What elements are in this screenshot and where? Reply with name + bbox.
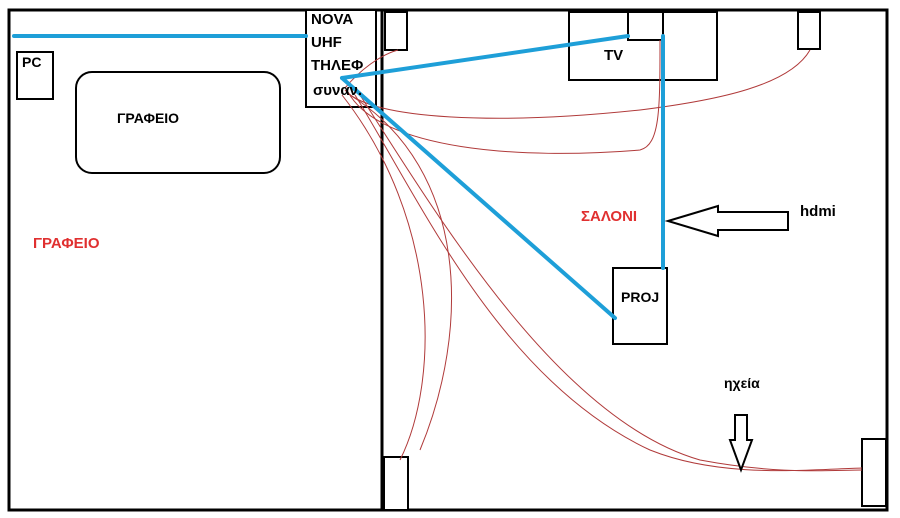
tv-label: TV bbox=[604, 47, 624, 64]
office-room-label: ΓΡΑΦΕΙΟ bbox=[33, 235, 100, 252]
projector-label: PROJ bbox=[621, 289, 660, 305]
hdmi-label: hdmi bbox=[800, 203, 836, 220]
wire-to-tv-loop bbox=[347, 39, 661, 154]
wire-to-bottom-right-speaker-2 bbox=[359, 94, 863, 472]
speaker-top-right bbox=[797, 11, 821, 50]
nova-label-line-4: συναν. bbox=[313, 82, 363, 99]
hdmi-arrow-icon bbox=[664, 204, 789, 238]
nova-box bbox=[305, 9, 377, 108]
nova-label-line-1: NOVA bbox=[311, 11, 354, 28]
speaker-bottom-right bbox=[861, 438, 887, 507]
speaker-wires bbox=[341, 39, 863, 472]
signal-cables bbox=[12, 34, 665, 320]
speaker-top-left bbox=[384, 11, 408, 51]
pc-box bbox=[16, 51, 54, 100]
desk-shape bbox=[75, 71, 281, 174]
nova-label-line-2: UHF bbox=[311, 34, 342, 51]
nova-label-line-3: ΤΗΛΕΦ bbox=[311, 57, 364, 74]
cable-nova-to-projector bbox=[340, 76, 617, 320]
speaker-down-arrow-icon bbox=[728, 414, 754, 473]
speaker-bottom-left bbox=[383, 456, 409, 511]
pc-label: PC bbox=[22, 54, 42, 70]
outer-wall bbox=[7, 8, 889, 512]
cable-nova-to-tv bbox=[340, 34, 630, 80]
speakers-label: ηχεία bbox=[724, 375, 760, 391]
wire-to-bottom-left-speaker-2 bbox=[341, 94, 426, 461]
wire-to-tv-top-right bbox=[344, 49, 811, 119]
desk-label: ΓΡΑΦΕΙΟ bbox=[117, 110, 180, 126]
wire-to-bottom-right-speaker bbox=[354, 94, 863, 472]
tv-small-box bbox=[627, 11, 664, 41]
wire-to-bottom-left-speaker bbox=[349, 94, 453, 451]
projector-box bbox=[612, 267, 668, 345]
living-room-label: ΣΑΛΟΝΙ bbox=[581, 208, 638, 225]
